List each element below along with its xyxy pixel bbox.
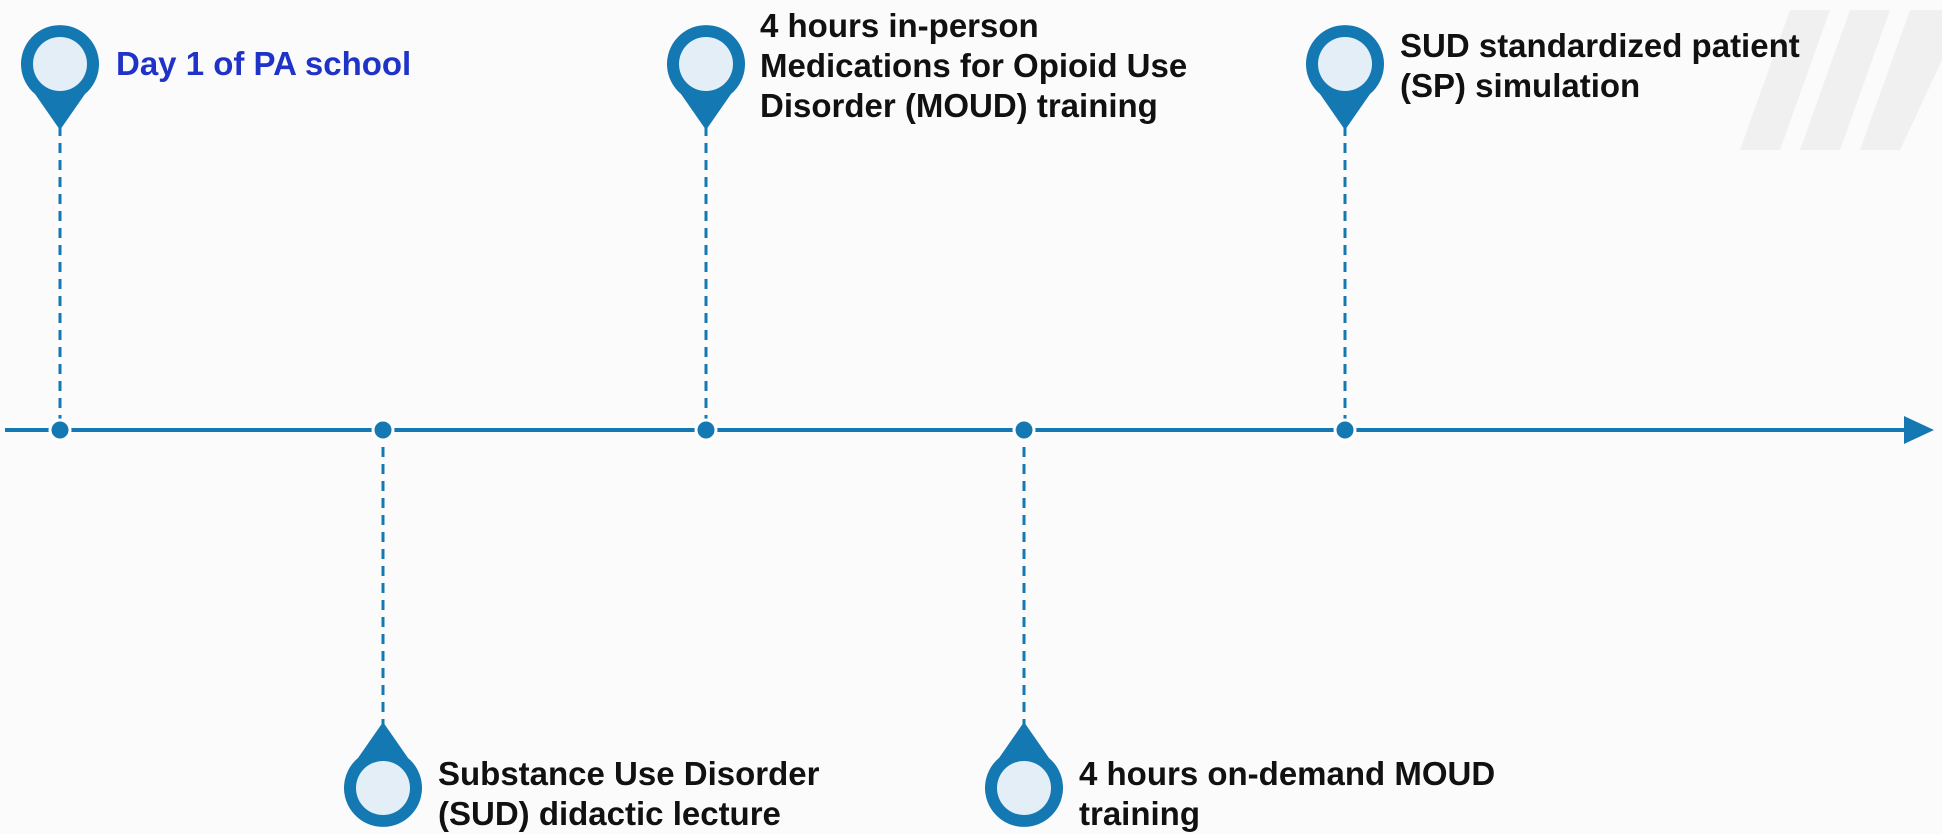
map-pin-icon: [985, 722, 1063, 827]
map-pin-icon: [1306, 25, 1384, 130]
map-pin-icon: [21, 25, 100, 131]
map-pin-icon: [667, 25, 745, 130]
milestone-label-1: Day 1 of PA school: [116, 44, 411, 84]
pin-center: [33, 37, 87, 91]
milestone-label-line: SUD standardized patient: [1400, 27, 1800, 64]
timeline-arrowhead: [1904, 416, 1934, 444]
decorative-stripes: [1740, 10, 1942, 150]
milestone-label-line: (SP) simulation: [1400, 67, 1641, 104]
milestone-label-line: Medications for Opioid Use: [760, 47, 1188, 84]
timeline-dot-2: [371, 418, 395, 442]
milestone-label-2: Substance Use Disorder(SUD) didactic lec…: [438, 754, 819, 834]
timeline-dot-3: [694, 418, 718, 442]
pin-center: [1318, 37, 1372, 91]
milestone-label-line: Day 1 of PA school: [116, 45, 412, 82]
timeline-dot-4: [1012, 418, 1036, 442]
timeline-dot-1: [48, 418, 72, 442]
milestone-label-line: 4 hours on-demand MOUD: [1079, 755, 1496, 792]
map-pin-icon: [344, 722, 423, 827]
milestone-label-line: training: [1079, 795, 1200, 832]
milestone-label-line: (SUD) didactic lecture: [438, 795, 781, 832]
milestone-label-line: Substance Use Disorder: [438, 755, 820, 792]
milestone-label-5: SUD standardized patient(SP) simulation: [1400, 26, 1800, 106]
pin-center: [679, 37, 733, 91]
milestone-label-line: 4 hours in-person: [760, 7, 1039, 44]
milestone-label-line: Disorder (MOUD) training: [760, 87, 1158, 124]
pin-center: [356, 761, 410, 815]
timeline-dot-5: [1333, 418, 1357, 442]
pin-center: [997, 761, 1051, 815]
